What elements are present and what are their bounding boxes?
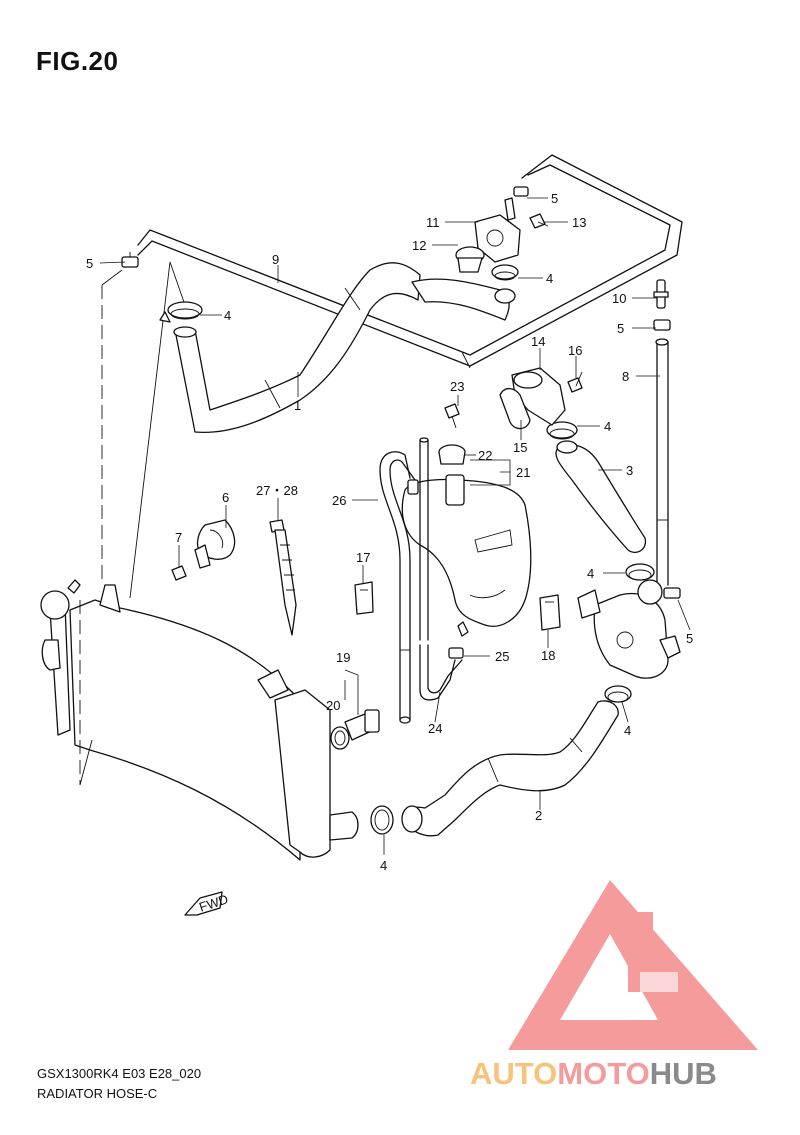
callout-7: 7 (175, 530, 182, 545)
callout-18: 18 (541, 648, 555, 663)
callout-4: 4 (604, 419, 611, 434)
fwd-arrow-icon: FWD (184, 891, 230, 916)
callout-6: 6 (222, 490, 229, 505)
callout-4: 4 (380, 858, 387, 873)
callout-15: 15 (513, 440, 527, 455)
clip-5-top (513, 186, 529, 197)
clamp-4-pump (625, 563, 655, 581)
callout-14: 14 (531, 334, 545, 349)
callout-12: 12 (412, 238, 426, 253)
callout-4: 4 (587, 566, 594, 581)
clip-5-right-upper (653, 319, 671, 331)
water-pump (577, 579, 681, 679)
clamp-4-hose-3 (546, 421, 578, 440)
callout-21: 21 (516, 465, 530, 480)
hose-2 (401, 700, 619, 837)
callout-5: 5 (686, 631, 693, 646)
hose-3 (555, 440, 647, 553)
callout-8: 8 (622, 369, 629, 384)
plate-18 (539, 594, 561, 631)
watermark-text-auto: AUTOMOTOHUB (470, 1056, 717, 1091)
bolt-16 (567, 371, 583, 393)
hose-26 (379, 451, 416, 724)
callout-9: 9 (272, 252, 279, 267)
callout-22: 22 (478, 448, 492, 463)
reservoir-tank-21 (401, 474, 532, 637)
model-code: GSX1300RK4 E03 E28_020 (37, 1066, 202, 1081)
callout-4: 4 (546, 271, 553, 286)
leader-lines (99, 197, 691, 855)
pipe-10 (653, 279, 669, 309)
callout-11: 11 (426, 215, 440, 230)
callout-1: 1 (294, 398, 301, 413)
hose-24 (419, 644, 463, 701)
bolt-13 (529, 213, 549, 229)
bolt-23 (444, 403, 460, 429)
cap-22 (438, 444, 466, 465)
callout-5: 5 (551, 191, 558, 206)
callout-17: 17 (356, 550, 370, 565)
callout-19: 19 (336, 650, 350, 665)
callout-2: 2 (535, 808, 542, 823)
callout-16: 16 (568, 343, 582, 358)
section-name: RADIATOR HOSE-C (37, 1086, 158, 1101)
clamp-4-hose-2-lower (370, 805, 394, 835)
o-ring-15 (499, 387, 531, 430)
cable-tie-27-28 (269, 519, 297, 636)
callout-20: 20 (326, 698, 340, 713)
fwd-label: FWD (197, 891, 230, 914)
callout-27-28: 27・28 (256, 483, 298, 498)
clip-25 (448, 647, 464, 659)
callout-26: 26 (332, 493, 346, 508)
callout-24: 24 (428, 721, 442, 736)
bolt-7 (171, 565, 187, 581)
callout-3: 3 (626, 463, 633, 478)
callout-10: 10 (612, 291, 626, 306)
radiator (40, 579, 359, 861)
callout-5: 5 (617, 321, 624, 336)
clip-5-left (121, 252, 139, 268)
connector-14 (511, 367, 566, 426)
hose-1 (173, 262, 516, 434)
clamp-4-upper-left (159, 301, 203, 323)
callouts: 5 4 9 1 5 11 13 12 4 10 5 8 14 16 15 4 3… (86, 191, 693, 873)
clamp-4-thermostat (491, 264, 519, 281)
pipe-above-24 (419, 437, 429, 641)
callout-5: 5 (86, 256, 93, 271)
figure-title: FIG.20 (36, 46, 119, 76)
plate-17 (354, 581, 374, 615)
switch-19 (344, 709, 380, 741)
callout-4: 4 (224, 308, 231, 323)
watermark-logo: AUTOMOTOHUB (470, 880, 758, 1091)
gasket-20 (330, 726, 350, 750)
thermostat-12 (455, 246, 485, 273)
callout-23: 23 (450, 379, 464, 394)
callout-13: 13 (572, 215, 586, 230)
clamp-4-hose-2-upper (604, 685, 632, 703)
hose-8 (655, 338, 669, 586)
bracket-6 (194, 519, 236, 569)
hose-9 (137, 154, 683, 369)
callout-25: 25 (495, 649, 509, 664)
callout-4: 4 (624, 723, 631, 738)
triangle-logo-icon (508, 880, 758, 1050)
clip-5-right-lower (663, 587, 681, 599)
